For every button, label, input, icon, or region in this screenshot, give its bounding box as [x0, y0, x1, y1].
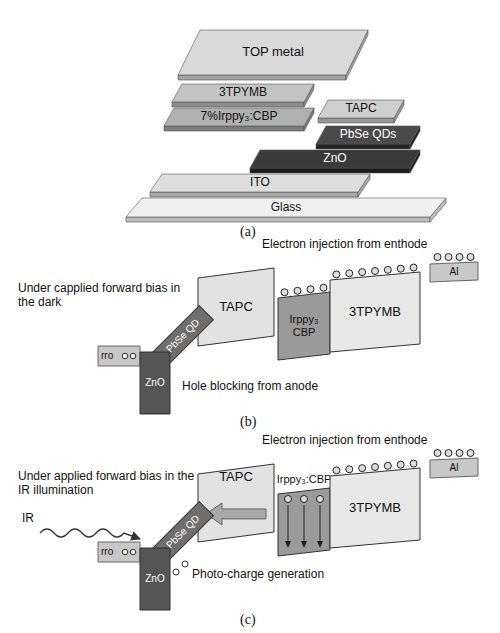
node-label: TAPC	[219, 300, 253, 315]
node-label: Irppy₃:CBP	[277, 473, 332, 486]
annotation: Hole blocking from anode	[182, 380, 362, 394]
electron-dot	[445, 254, 452, 261]
electron-dot	[320, 284, 327, 291]
node-label: PbSe QDs	[340, 128, 397, 142]
electron-dot	[359, 269, 366, 276]
electron-dot	[359, 465, 366, 472]
energy-band: 3TPYMB	[330, 272, 420, 352]
electron-dot	[294, 287, 301, 294]
energy-band: TAPC	[198, 464, 274, 542]
hole-dot	[173, 569, 179, 575]
electron-dot	[467, 450, 474, 457]
electron-dot	[445, 450, 452, 457]
signal-label: IR	[22, 512, 52, 526]
electron-dot	[372, 464, 379, 471]
layer-slab: 3TPYMB	[172, 84, 314, 107]
electron-dot	[467, 254, 474, 261]
node-label: ITO	[250, 176, 270, 190]
electron-dot	[456, 450, 463, 457]
energy-band: ZnO	[140, 352, 170, 414]
electrode-bar: Al	[430, 458, 478, 478]
energy-band: Irppy₃:CBP	[278, 488, 330, 556]
electron-dot	[410, 264, 417, 271]
node-label: ZnO	[323, 152, 346, 166]
electron-dot	[333, 467, 340, 474]
node-label: TAPC	[345, 102, 376, 116]
electron-dot	[372, 268, 379, 275]
electron-dot	[456, 254, 463, 261]
electrode-bar: rro	[98, 346, 140, 366]
annotation: Under capplied forward bias in the dark	[18, 282, 188, 310]
node-label: Irppy₃ CBP	[281, 313, 327, 338]
annotation: Photo-charge generation	[192, 568, 372, 582]
energy-band-shape	[278, 488, 330, 556]
electrode-bar: Al	[430, 262, 478, 282]
electron-dot	[434, 254, 441, 261]
node-label: 3TPYMB	[219, 86, 267, 100]
layer-slab: 7%Irppy₃:CBP	[164, 108, 314, 131]
energy-band: TAPC	[198, 268, 274, 346]
node-label: 3TPYMB	[349, 305, 401, 320]
node-label: Glass	[271, 201, 302, 215]
node-label: ZnO	[145, 377, 164, 389]
electron-dot	[397, 265, 404, 272]
annotation: Electron injection from enthode	[262, 434, 498, 448]
electron-dot	[434, 450, 441, 457]
ir-wave	[40, 529, 140, 539]
energy-band: 3TPYMB	[330, 468, 420, 548]
annotation: Under applied forward bias in the IR ill…	[18, 470, 196, 498]
substrate-slab: Glass	[126, 198, 446, 222]
layer-slab: PbSe QDs	[316, 126, 420, 149]
layer-slab: ZnO	[250, 150, 420, 173]
electrode-bar: rro	[98, 542, 140, 562]
node-label: Al	[450, 266, 459, 278]
node-label: rro	[101, 546, 113, 558]
node-label: TOP metal	[242, 45, 304, 60]
panel-caption: (c)	[240, 612, 280, 628]
node-label: TAPC	[219, 470, 253, 485]
electron-dot	[397, 461, 404, 468]
electron-dot	[384, 462, 391, 469]
panel-caption: (b)	[240, 414, 280, 430]
node-label: Al	[450, 462, 459, 474]
electron-dot	[307, 286, 314, 293]
electron-dot	[333, 271, 340, 278]
electron-dot	[281, 289, 288, 296]
node-label: 3TPYMB	[349, 501, 401, 516]
node-label: 7%Irppy₃:CBP	[201, 110, 278, 124]
electron-dot	[410, 460, 417, 467]
annotation: Electron injection from enthode	[262, 238, 498, 252]
electron-dot	[346, 270, 353, 277]
energy-band: ZnO	[140, 548, 170, 610]
electron-dot	[384, 266, 391, 273]
hole-dot	[182, 561, 188, 567]
energy-band: Irppy₃ CBP	[278, 292, 330, 360]
node-label: rro	[101, 350, 113, 362]
electron-dot	[346, 466, 353, 473]
layer-slab: TOP metal	[178, 30, 368, 80]
layer-slab: ITO	[150, 174, 370, 197]
node-label: ZnO	[145, 573, 164, 585]
layer-slab: TAPC	[318, 100, 404, 123]
